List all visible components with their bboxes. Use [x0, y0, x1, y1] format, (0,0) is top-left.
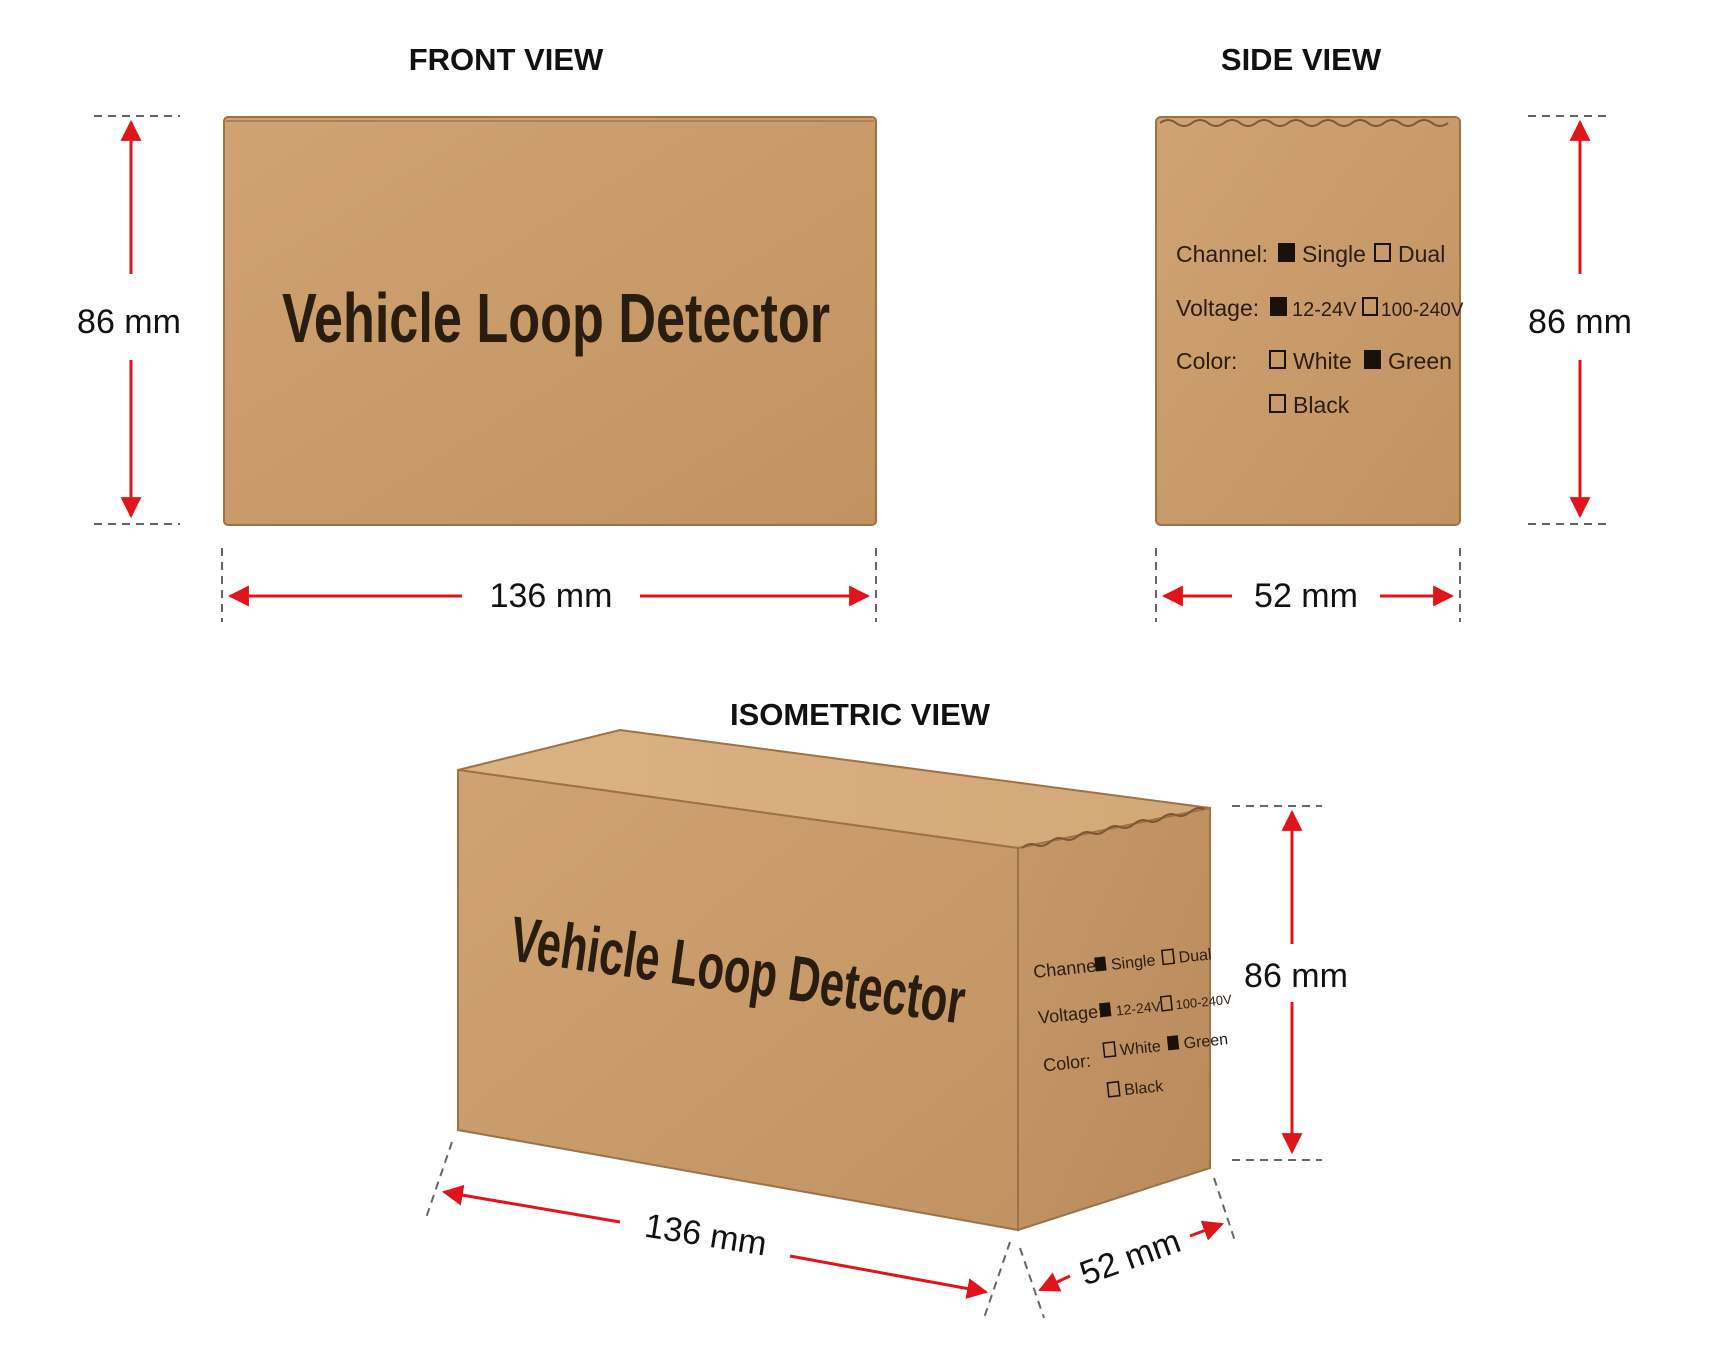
iso-length-label: 136 mm — [642, 1207, 769, 1264]
side-option-dual: Dual — [1398, 241, 1445, 267]
iso-option-green: Green — [1183, 1031, 1229, 1053]
iso-option-single: Single — [1110, 952, 1156, 974]
iso-option-12-24v: 12-24V — [1115, 998, 1162, 1019]
side-checkbox-black — [1269, 394, 1286, 413]
side-checkbox-dual — [1374, 243, 1391, 262]
front-product-name: Vehicle Loop Detector — [282, 279, 830, 357]
iso-option-dual: Dual — [1178, 946, 1213, 966]
iso-height-label: 86 mm — [1244, 957, 1348, 995]
side-corrugated-edge — [1159, 119, 1449, 127]
iso-checkbox-100-240v — [1159, 994, 1173, 1012]
iso-option-100-240v: 100-240V — [1175, 991, 1233, 1012]
side-checkbox-100-240v — [1362, 297, 1378, 316]
side-checkbox-green — [1364, 350, 1381, 369]
side-height-label: 86 mm — [1528, 303, 1632, 341]
iso-checkbox-12-24v — [1099, 1002, 1112, 1018]
isometric-view-title: ISOMETRIC VIEW — [730, 697, 991, 732]
iso-checkbox-green — [1166, 1035, 1180, 1051]
iso-length-extension-left — [425, 1141, 453, 1219]
side-option-100-240v: 100-240V — [1381, 300, 1464, 321]
side-spec-panel: Channel: Single Dual Voltage: 12-24V 100… — [1176, 241, 1464, 418]
iso-length-arrow-left — [441, 1184, 621, 1224]
side-width-label: 52 mm — [1254, 577, 1358, 615]
iso-width-label: 52 mm — [1075, 1222, 1186, 1293]
iso-checkbox-black — [1106, 1080, 1121, 1098]
front-view-title: FRONT VIEW — [409, 42, 604, 77]
side-view: SIDE VIEW Channel: Single Dual Voltage: … — [1155, 42, 1632, 622]
side-voltage-label: Voltage: — [1176, 295, 1259, 321]
isometric-view: ISOMETRIC VIEW Vehicle Loop Detector Cha… — [425, 697, 1348, 1319]
side-checkbox-white — [1269, 350, 1286, 369]
side-checkbox-12-24v — [1270, 297, 1287, 316]
side-option-12-24v: 12-24V — [1292, 299, 1357, 321]
iso-width-extension-left — [1019, 1247, 1045, 1319]
iso-width-extension-right — [1213, 1177, 1237, 1245]
side-option-black: Black — [1293, 392, 1350, 418]
side-checkbox-single — [1278, 243, 1295, 262]
iso-checkbox-white — [1102, 1041, 1117, 1058]
side-option-green: Green — [1388, 348, 1452, 374]
iso-length-extension-right — [983, 1241, 1011, 1319]
iso-checkbox-dual — [1161, 948, 1176, 966]
iso-checkbox-single — [1094, 956, 1107, 972]
front-height-label: 86 mm — [77, 303, 181, 341]
front-length-label: 136 mm — [490, 577, 613, 615]
side-color-label: Color: — [1176, 348, 1237, 374]
side-option-single: Single — [1302, 241, 1366, 267]
iso-color-label: Color: — [1042, 1051, 1092, 1076]
front-view: FRONT VIEW Vehicle Loop Detector 86 mm 1… — [77, 42, 877, 622]
iso-length-arrow-right — [789, 1254, 989, 1299]
side-option-white: White — [1293, 348, 1352, 374]
iso-option-black: Black — [1123, 1078, 1165, 1099]
side-box-face — [1155, 116, 1461, 526]
iso-width-arrow-right — [1189, 1220, 1224, 1241]
front-box-face — [223, 116, 877, 526]
iso-width-arrow-left — [1038, 1272, 1071, 1292]
side-channel-label: Channel: — [1176, 241, 1268, 267]
iso-option-white: White — [1119, 1038, 1162, 1059]
iso-corrugated-edge — [1021, 807, 1205, 849]
side-view-title: SIDE VIEW — [1221, 42, 1382, 77]
